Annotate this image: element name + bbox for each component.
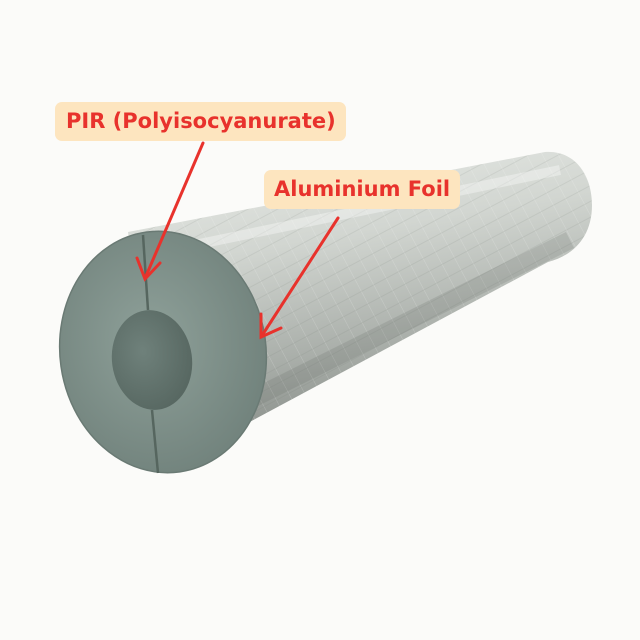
arrow-icon — [135, 141, 205, 282]
aluminium-foil-label: Aluminium Foil — [264, 170, 461, 209]
inner-bore — [111, 310, 193, 410]
arrow-icon — [259, 216, 340, 340]
pir-label: PIR (Polyisocyanurate) — [55, 102, 346, 141]
split-seam — [141, 234, 150, 311]
